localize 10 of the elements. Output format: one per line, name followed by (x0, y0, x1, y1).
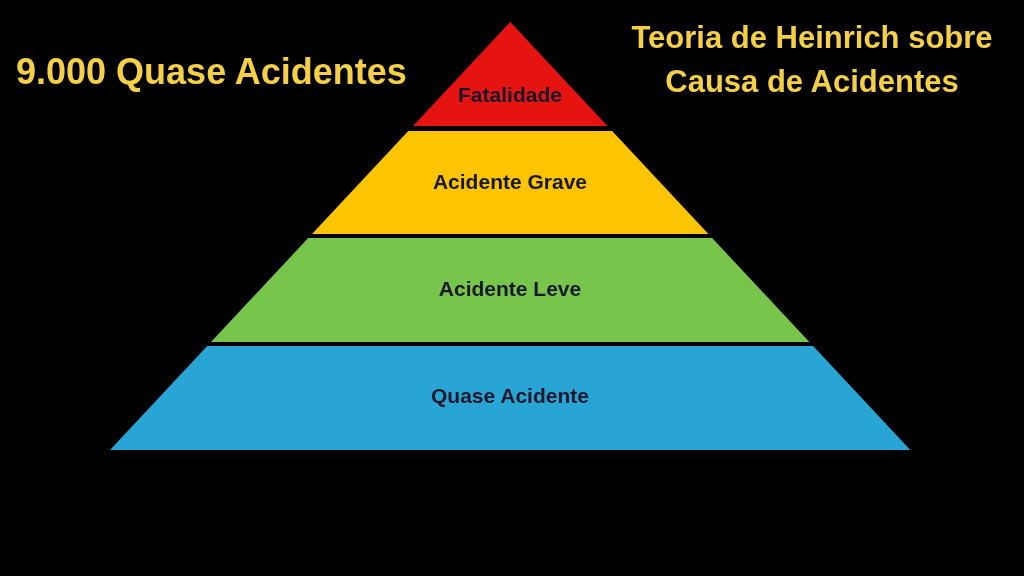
pyramid-tier (311, 131, 709, 234)
title: Teoria de Heinrich sobre Causa de Acidentes (630, 19, 994, 101)
tier-label: Fatalidade (458, 82, 562, 108)
tier-label: Acidente Leve (438, 276, 582, 302)
tier-label: Quase Acidente (431, 383, 589, 409)
pyramid-tier (109, 346, 911, 450)
pyramid-tier (210, 238, 810, 342)
pyramid-tier (412, 22, 608, 126)
annotation-text: 9.000 Quase Acidentes (16, 50, 407, 94)
tier-label: Acidente Grave (432, 169, 587, 195)
